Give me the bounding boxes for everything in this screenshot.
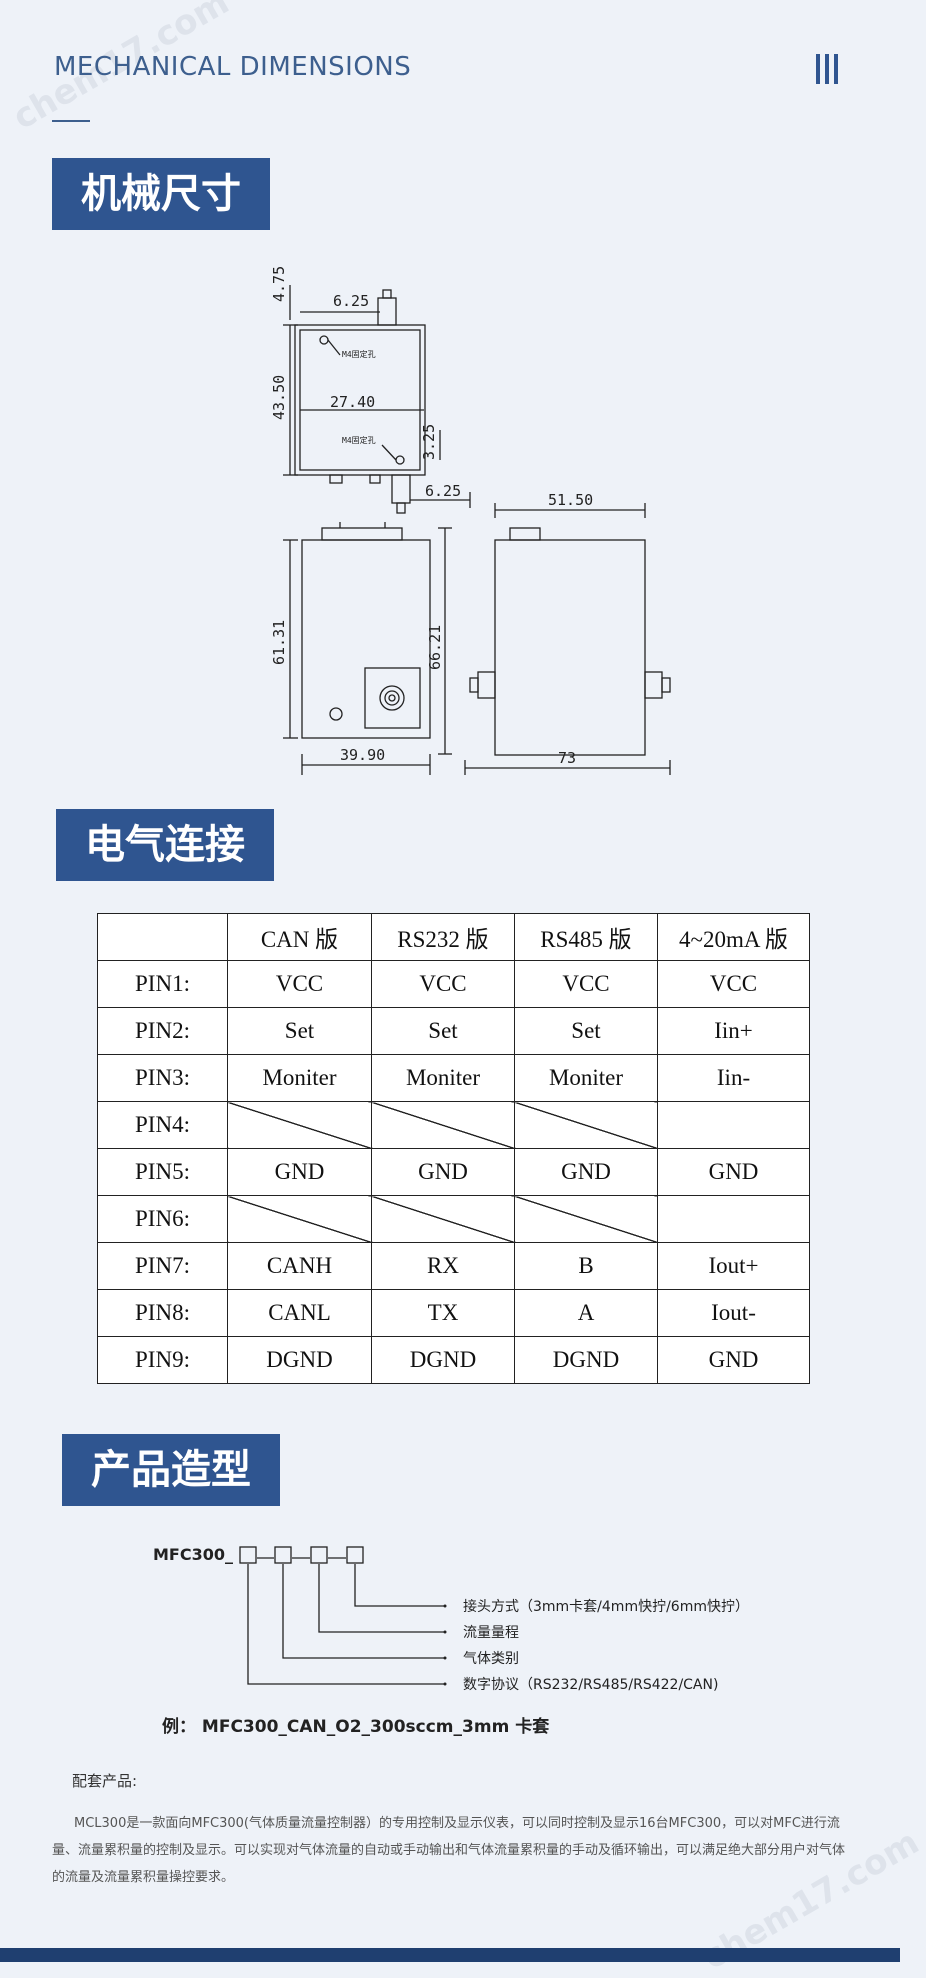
table-cell-unused <box>227 1195 372 1243</box>
dim-label: 73 <box>558 749 576 767</box>
table-cell <box>657 1101 810 1149</box>
table-cell: RX <box>371 1242 515 1290</box>
table-cell: A <box>514 1289 658 1337</box>
table-cell: GND <box>227 1148 372 1196</box>
table-row: PIN1: VCC VCC VCC VCC <box>97 960 810 1008</box>
model-code-diagram: MFC300_ 接头方式（3mm卡套/4mm快拧/6mm快拧） 流量量程 气体类… <box>153 1545 749 1693</box>
section-mechanical-heading: 机械尺寸 <box>52 158 270 230</box>
table-cell: VCC <box>371 960 515 1008</box>
hole-label: M4固定孔 <box>342 349 376 359</box>
code-box <box>239 1546 257 1564</box>
table-row: PIN7: CANH RX B Iout+ <box>97 1242 810 1290</box>
table-cell: GND <box>657 1148 810 1196</box>
model-prefix: MFC300_ <box>153 1545 233 1564</box>
table-cell: CANL <box>227 1289 372 1337</box>
section-product-heading: 产品造型 <box>62 1434 280 1506</box>
table-cell: Moniter <box>371 1054 515 1102</box>
pin-label: PIN3: <box>97 1054 228 1102</box>
dim-label: 51.50 <box>548 491 593 509</box>
table-cell: Set <box>371 1007 515 1055</box>
hole-label: M4固定孔 <box>342 435 376 445</box>
table-cell: Iout+ <box>657 1242 810 1290</box>
table-row: PIN3: Moniter Moniter Moniter Iin- <box>97 1054 810 1102</box>
code-box <box>310 1546 328 1564</box>
mechanical-drawing: 4.75 6.25 43.50 27.40 3.25 6.25 M4固定孔 M4… <box>270 266 671 775</box>
page-title: MECHANICAL DIMENSIONS <box>54 52 412 82</box>
model-example: 例： MFC300_CAN_O2_300sccm_3mm 卡套 <box>162 1717 550 1737</box>
code-box <box>346 1546 364 1564</box>
table-cell: DGND <box>371 1336 515 1384</box>
pin-label: PIN7: <box>97 1242 228 1290</box>
table-cell-unused <box>371 1195 515 1243</box>
pin-table: CAN 版 RS232 版 RS485 版 4~20mA 版 PIN1: VCC… <box>97 913 810 1384</box>
table-cell-unused <box>227 1101 372 1149</box>
table-header: RS232 版 <box>371 913 515 961</box>
title-underline <box>52 120 90 122</box>
dim-label: 27.40 <box>330 393 375 411</box>
table-cell: B <box>514 1242 658 1290</box>
table-cell: TX <box>371 1289 515 1337</box>
table-cell: GND <box>657 1336 810 1384</box>
pin-label: PIN2: <box>97 1007 228 1055</box>
table-cell <box>657 1195 810 1243</box>
dim-label: 39.90 <box>340 746 385 764</box>
pin-label: PIN1: <box>97 960 228 1008</box>
dim-label: 3.25 <box>420 424 438 460</box>
table-cell: GND <box>371 1148 515 1196</box>
top-view-body <box>294 324 426 476</box>
model-label: 接头方式（3mm卡套/4mm快拧/6mm快拧） <box>463 1598 749 1615</box>
pin-label: PIN8: <box>97 1289 228 1337</box>
table-cell: CANH <box>227 1242 372 1290</box>
table-header: 4~20mA 版 <box>657 913 810 961</box>
dim-label: 4.75 <box>270 266 288 302</box>
table-row: PIN5: GND GND GND GND <box>97 1148 810 1196</box>
table-cell: DGND <box>514 1336 658 1384</box>
section-electrical-heading: 电气连接 <box>56 809 274 881</box>
table-cell: VCC <box>657 960 810 1008</box>
table-cell: VCC <box>514 960 658 1008</box>
dim-label: 6.25 <box>333 292 369 310</box>
table-cell-unused <box>514 1101 658 1149</box>
table-header: RS485 版 <box>514 913 658 961</box>
table-cell: GND <box>514 1148 658 1196</box>
code-box <box>274 1546 292 1564</box>
model-label: 流量量程 <box>463 1625 519 1641</box>
table-cell: VCC <box>227 960 372 1008</box>
table-cell: Iout- <box>657 1289 810 1337</box>
table-header <box>97 913 228 961</box>
table-row: PIN4: <box>97 1101 810 1149</box>
dim-label: 61.31 <box>270 620 288 665</box>
related-products-title: 配套产品: <box>72 1772 138 1790</box>
pin-label: PIN6: <box>97 1195 228 1243</box>
pin-label: PIN9: <box>97 1336 228 1384</box>
footer-bar <box>0 1948 900 1962</box>
table-row: PIN8: CANL TX A Iout- <box>97 1289 810 1337</box>
dim-label: 6.25 <box>425 482 461 500</box>
table-row: PIN6: <box>97 1195 810 1243</box>
menu-icon[interactable] <box>816 54 844 84</box>
side-view-body <box>494 539 646 756</box>
table-cell-unused <box>371 1101 515 1149</box>
model-label: 数字协议（RS232/RS485/RS422/CAN) <box>463 1677 718 1693</box>
table-header: CAN 版 <box>227 913 372 961</box>
table-cell: Iin+ <box>657 1007 810 1055</box>
table-header-row: CAN 版 RS232 版 RS485 版 4~20mA 版 <box>97 913 810 961</box>
table-cell: Moniter <box>514 1054 658 1102</box>
table-cell: Set <box>514 1007 658 1055</box>
model-label: 气体类别 <box>463 1651 519 1667</box>
front-view-body <box>301 539 431 739</box>
table-cell: DGND <box>227 1336 372 1384</box>
pin-label: PIN5: <box>97 1148 228 1196</box>
table-row: PIN2: Set Set Set Iin+ <box>97 1007 810 1055</box>
table-cell: Set <box>227 1007 372 1055</box>
table-row: PIN9: DGND DGND DGND GND <box>97 1336 810 1384</box>
dim-label: 43.50 <box>270 375 288 420</box>
table-cell: Iin- <box>657 1054 810 1102</box>
pin-label: PIN4: <box>97 1101 228 1149</box>
related-products-description: MCL300是一款面向MFC300(气体质量流量控制器）的专用控制及显示仪表，可… <box>52 1816 846 1885</box>
table-cell-unused <box>514 1195 658 1243</box>
dim-label: 66.21 <box>426 625 444 670</box>
table-cell: Moniter <box>227 1054 372 1102</box>
